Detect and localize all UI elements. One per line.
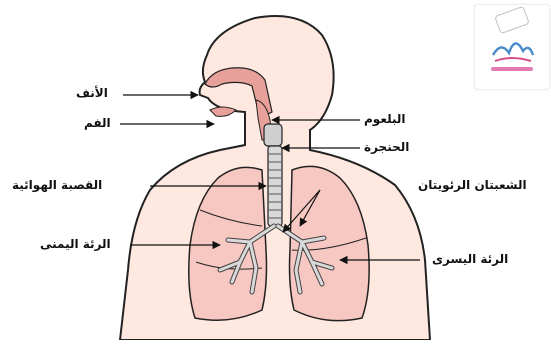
label-mouth: الفم bbox=[84, 116, 111, 130]
label-trachea: القصبة الهوائية bbox=[12, 178, 102, 192]
label-larynx: الحنجرة bbox=[364, 140, 409, 154]
label-nose: الأنف bbox=[76, 86, 108, 100]
label-bronchi: الشعبتان الرئويتان bbox=[418, 178, 527, 192]
site-logo bbox=[474, 4, 550, 90]
label-left-lung: الرئة اليسرى bbox=[432, 252, 508, 266]
site-logo-icon bbox=[475, 5, 549, 89]
mouth-shape bbox=[210, 107, 236, 116]
label-pharynx: البلعوم bbox=[364, 112, 406, 126]
larynx-shape bbox=[264, 124, 282, 146]
label-right-lung: الرئة اليمنى bbox=[40, 237, 111, 251]
